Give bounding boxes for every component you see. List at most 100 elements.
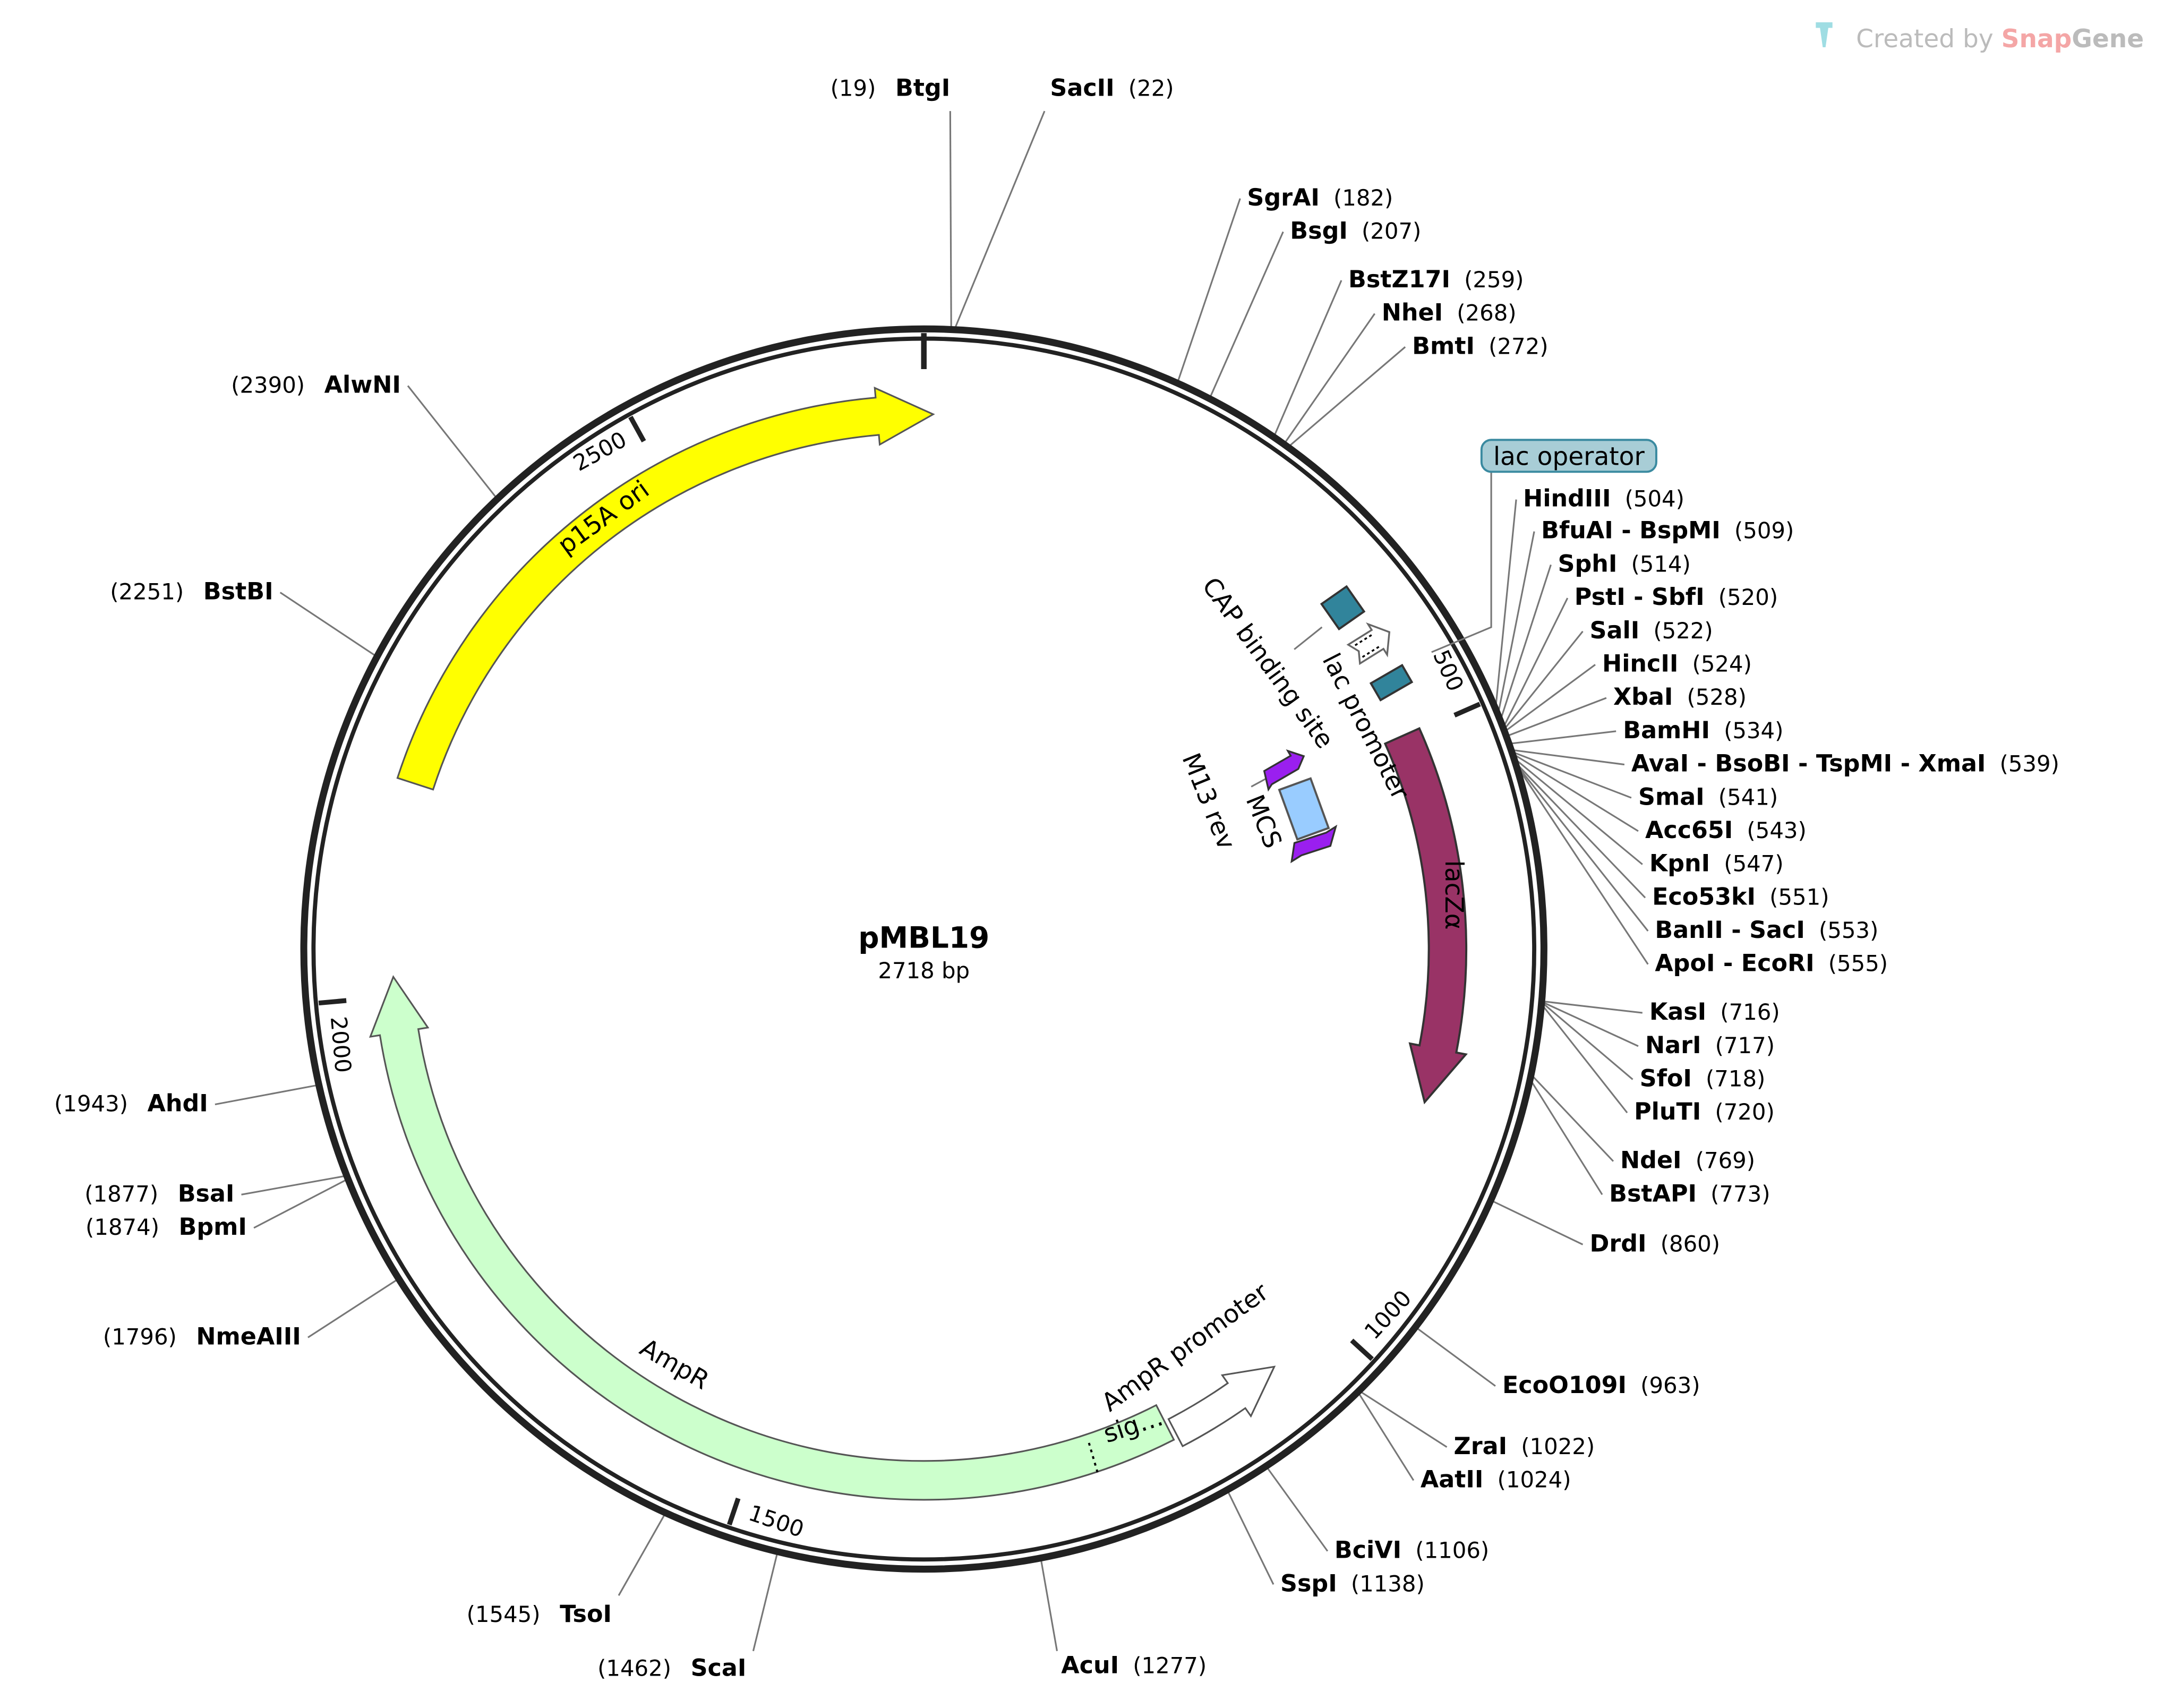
- enzyme-site-label[interactable]: BstAPI(773): [1609, 1180, 1770, 1207]
- enzyme-leader: [241, 1175, 344, 1195]
- m13-rev-feature[interactable]: [1256, 745, 1309, 792]
- cap-binding-site-feature[interactable]: [1320, 585, 1366, 631]
- enzyme-position: (1943): [54, 1091, 128, 1117]
- watermark-prefix: Created by: [1856, 24, 2002, 54]
- enzyme-position: (543): [1747, 817, 1806, 843]
- enzyme-leader-lines: [215, 110, 1649, 1652]
- enzyme-position: (207): [1362, 218, 1421, 244]
- enzyme-site-label[interactable]: (19)BtgI: [831, 74, 951, 101]
- enzyme-site-label[interactable]: HindIII(504): [1523, 485, 1684, 513]
- enzyme-site-label[interactable]: PstI - SbfI(520): [1575, 584, 1778, 611]
- enzyme-name: ZraI: [1454, 1433, 1508, 1460]
- enzyme-leader: [215, 1084, 317, 1106]
- enzyme-leader: [1544, 1001, 1643, 1014]
- enzyme-site-label[interactable]: (1877)BsaI: [84, 1180, 234, 1207]
- enzyme-site-label[interactable]: BfuAI - BspMI(509): [1541, 517, 1794, 544]
- enzyme-site-label[interactable]: BciVI(1106): [1335, 1537, 1489, 1564]
- enzyme-site-label[interactable]: KpnI(547): [1649, 850, 1784, 877]
- enzyme-site-label[interactable]: PluTI(720): [1634, 1098, 1775, 1125]
- tick-label: 500: [1428, 646, 1469, 695]
- enzyme-site-label[interactable]: BsgI(207): [1290, 217, 1421, 244]
- enzyme-site-label[interactable]: EcoO109I(963): [1502, 1372, 1700, 1399]
- ampr-promoter-feature[interactable]: [1167, 1365, 1276, 1448]
- enzyme-site-label[interactable]: DrdI(860): [1590, 1230, 1721, 1257]
- enzyme-site-label[interactable]: (1943) AhdI: [54, 1090, 208, 1117]
- enzyme-site-label[interactable]: (1796)NmeAIII: [103, 1323, 301, 1350]
- enzyme-name: SphI: [1558, 550, 1617, 577]
- enzyme-name: SfoI: [1640, 1065, 1692, 1092]
- enzyme-position: (539): [2000, 751, 2059, 777]
- enzyme-leader: [1543, 1006, 1628, 1114]
- enzyme-name: ScaI: [691, 1655, 747, 1682]
- p15a-ori-feature[interactable]: [396, 386, 935, 791]
- m13-rev-feature-2[interactable]: [1286, 824, 1342, 864]
- enzyme-site-label[interactable]: SalI(522): [1590, 617, 1713, 644]
- enzyme-position: (553): [1819, 917, 1878, 943]
- enzyme-position: (773): [1710, 1181, 1770, 1207]
- enzyme-site-label[interactable]: (2251)BstBI: [110, 578, 273, 605]
- enzyme-site-label[interactable]: Eco53kI(551): [1652, 883, 1829, 910]
- lac-promoter-feature[interactable]: [1345, 617, 1399, 669]
- enzyme-position: (514): [1631, 551, 1690, 577]
- enzyme-site-label[interactable]: (1545) TsoI: [467, 1601, 612, 1628]
- enzyme-name: EcoO109I: [1502, 1372, 1627, 1399]
- lacz-alpha-feature[interactable]: [1383, 727, 1468, 1105]
- enzyme-site-label[interactable]: BmtI(272): [1412, 332, 1548, 360]
- enzyme-site-label[interactable]: SfoI(718): [1640, 1065, 1766, 1092]
- enzyme-site-label[interactable]: SphI (514): [1558, 550, 1690, 577]
- tick-label: 2000: [326, 1015, 356, 1074]
- enzyme-site-label[interactable]: Acc65I(543): [1645, 817, 1807, 844]
- enzyme-site-label[interactable]: AcuI(1277): [1061, 1652, 1207, 1679]
- enzyme-site-label[interactable]: HincII(524): [1602, 650, 1752, 677]
- enzyme-site-label[interactable]: (1874)BpmI: [85, 1214, 247, 1241]
- enzyme-site-label[interactable]: BanII - SacI(553): [1655, 917, 1878, 944]
- ampr-feature[interactable]: [369, 975, 1175, 1501]
- enzyme-leader: [1417, 1328, 1496, 1387]
- enzyme-site-label[interactable]: ZraI(1022): [1454, 1433, 1595, 1460]
- enzyme-name: HincII: [1602, 650, 1678, 677]
- enzyme-name: DrdI: [1590, 1230, 1647, 1257]
- enzyme-name: SgrAI: [1247, 184, 1320, 211]
- enzyme-position: (1106): [1415, 1538, 1489, 1564]
- enzyme-site-label[interactable]: BstZ17I(259): [1348, 266, 1524, 293]
- enzyme-leader: [1495, 499, 1517, 704]
- enzyme-position: (272): [1489, 333, 1548, 359]
- enzyme-site-label[interactable]: (1462)ScaI: [597, 1655, 746, 1682]
- enzyme-site-label[interactable]: NheI(268): [1382, 300, 1517, 327]
- tick-mark: [628, 415, 646, 442]
- enzyme-site-label[interactable]: NarI(717): [1645, 1032, 1775, 1059]
- enzyme-position: (504): [1625, 486, 1684, 512]
- m13-rev-leader: [1251, 778, 1267, 788]
- enzyme-site-label[interactable]: SgrAI(182): [1247, 184, 1393, 211]
- enzyme-site-label[interactable]: AvaI - BsoBI - TspMI - XmaI(539): [1631, 750, 2059, 778]
- enzyme-leader: [1361, 1391, 1448, 1448]
- enzyme-site-label[interactable]: ApoI - EcoRI(555): [1655, 950, 1888, 977]
- enzyme-site-label[interactable]: (2390)AlwNI: [231, 371, 401, 398]
- enzyme-name: PstI - SbfI: [1575, 584, 1705, 611]
- enzyme-leader: [752, 1554, 778, 1652]
- tick-mark: [1350, 1338, 1374, 1361]
- enzyme-site-label[interactable]: NdeI(769): [1620, 1147, 1755, 1174]
- mcs-feature[interactable]: [1278, 777, 1330, 841]
- mcs-label: MCS: [1240, 791, 1288, 852]
- enzyme-site-label[interactable]: SmaI(541): [1638, 783, 1778, 810]
- enzyme-site-label[interactable]: XbaI(528): [1613, 684, 1747, 711]
- enzyme-site-label[interactable]: KasI(716): [1649, 998, 1780, 1026]
- enzyme-name: AhdI: [148, 1090, 208, 1117]
- lac-operator-feature[interactable]: [1369, 663, 1414, 702]
- snapgene-logo-icon: [1816, 22, 1833, 48]
- enzyme-leader: [1285, 313, 1375, 442]
- enzyme-position: (1545): [467, 1601, 541, 1627]
- enzyme-name: AcuI: [1061, 1652, 1119, 1679]
- enzyme-name: TsoI: [560, 1601, 612, 1628]
- enzyme-site-label[interactable]: AatII(1024): [1421, 1466, 1571, 1493]
- tick-mark: [1453, 702, 1481, 718]
- enzyme-site-label[interactable]: SacII(22): [1050, 74, 1174, 101]
- lac-operator-label: lac operator: [1480, 439, 1657, 473]
- m13-rev-label: M13 rev: [1176, 749, 1241, 853]
- enzyme-site-label[interactable]: SspI(1138): [1280, 1570, 1425, 1597]
- enzyme-site-label[interactable]: BamHI(534): [1623, 717, 1783, 744]
- enzyme-name: SspI: [1280, 1570, 1337, 1597]
- enzyme-position: (522): [1653, 618, 1713, 644]
